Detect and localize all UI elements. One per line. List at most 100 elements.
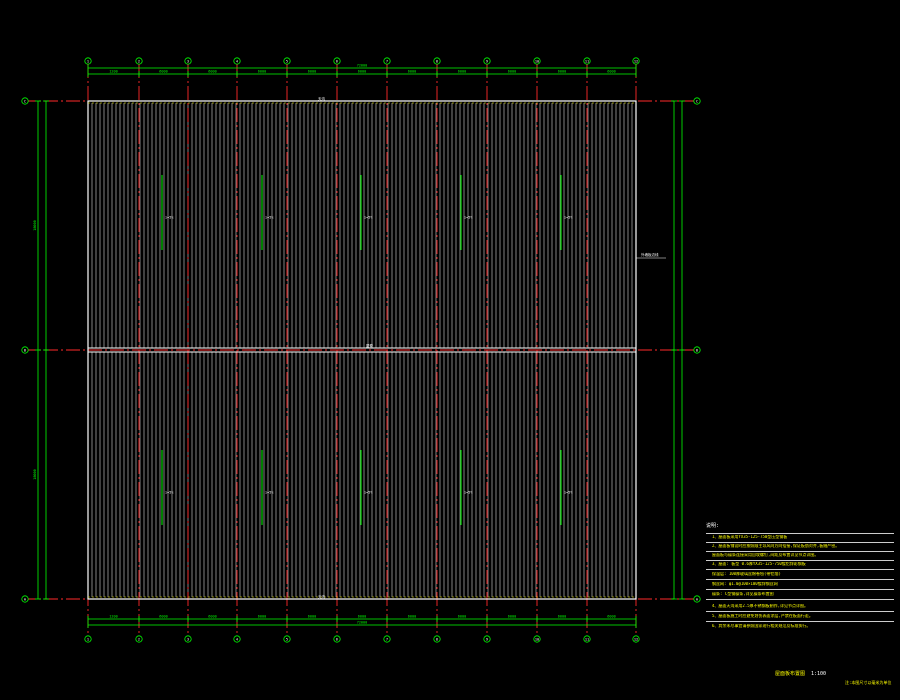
- gutter-label: 天沟: [318, 594, 326, 599]
- dimension-label: 6000: [159, 615, 167, 619]
- axis-bubble: [21, 595, 29, 603]
- dimension-label: 6000: [308, 615, 316, 619]
- note-item: 3、屋面: 板型 0.6厚YX35-125-750镀铝锌彩钢板: [712, 562, 806, 566]
- axis-bubble-label: 2: [138, 637, 140, 641]
- axis-bubble: [433, 635, 441, 643]
- dimension-label: 6000: [358, 615, 366, 619]
- axis-bubble: [533, 635, 541, 643]
- notes-divider: [706, 569, 894, 570]
- dimension-label: 6000: [408, 70, 416, 74]
- axis-bubble-label: 12: [634, 637, 638, 641]
- axis-bubble: [84, 57, 92, 65]
- axis-bubble: [483, 57, 491, 65]
- axis-bubble-label: A: [696, 597, 699, 601]
- axis-bubble: [632, 635, 640, 643]
- axis-bubble: [283, 635, 291, 643]
- notes-divider: [706, 589, 894, 590]
- axis-bubble-label: 5: [286, 637, 288, 641]
- note-item: 钢丝网: φ1.0@100×100镀锌钢丝网: [712, 582, 778, 586]
- notes-divider: [706, 579, 894, 580]
- axis-bubble-label: 9: [486, 59, 488, 63]
- note-item: 屋面板与檩条连接采用自攻螺钉,间距及布置详见节点详图。: [712, 553, 819, 557]
- notes-divider: [706, 542, 894, 543]
- slope-label: i=5%: [464, 216, 473, 220]
- axis-bubble-label: C: [24, 99, 26, 103]
- dimension-label: 1200: [109, 70, 117, 74]
- axis-bubble-label: 8: [436, 59, 438, 63]
- notes-heading: 说明:: [706, 523, 720, 529]
- ridge-label: 屋脊: [366, 343, 374, 348]
- axis-bubble-label: 11: [585, 637, 589, 641]
- axis-bubble: [333, 635, 341, 643]
- axis-bubble: [483, 635, 491, 643]
- axis-bubble-label: 11: [585, 59, 589, 63]
- notes-divider: [706, 611, 894, 612]
- dimension-total-label: 72000: [357, 64, 368, 68]
- axis-bubble: [383, 57, 391, 65]
- axis-bubble-label: B: [696, 348, 698, 352]
- notes-divider: [706, 551, 894, 552]
- axis-bubble-label: 9: [486, 637, 488, 641]
- slope-label: i=5%: [265, 491, 274, 495]
- roof-outline-rect: [87, 100, 637, 600]
- dimension-label: 6000: [508, 615, 516, 619]
- dimension-label: 6000: [408, 615, 416, 619]
- dimension-label: 18000: [33, 220, 37, 231]
- axis-bubble-label: 1: [87, 59, 89, 63]
- axis-bubble-label: 3: [187, 637, 189, 641]
- dimension-total-label: 72000: [357, 621, 368, 625]
- axis-bubble: [84, 635, 92, 643]
- notes-divider: [706, 560, 894, 561]
- roof-panel-lines: [91, 103, 633, 597]
- axis-bubble-label: B: [24, 348, 26, 352]
- dimension-label: 6000: [458, 70, 466, 74]
- note-item: 4、屋面天沟采用2.5厚不锈钢板制作,详见节点详图。: [712, 604, 809, 608]
- axis-bubble-label: 3: [187, 59, 189, 63]
- axis-bubble: [21, 346, 29, 354]
- axis-bubble: [632, 57, 640, 65]
- corner-note: 注:本图尺寸以毫米为单位: [845, 680, 892, 685]
- note-item: 5、屋面板施工时应避免划伤表面涂层,严禁在板面行走。: [712, 614, 813, 618]
- note-item: 檩条: C型钢檩条,详见檩条布置图: [712, 592, 774, 596]
- slope-label: i=5%: [364, 491, 373, 495]
- axis-bubble-label: 7: [386, 637, 388, 641]
- slope-label: i=5%: [165, 491, 174, 495]
- axis-bubble-label: 2: [138, 59, 140, 63]
- axis-bubble: [693, 346, 701, 354]
- slope-label: i=5%: [564, 491, 573, 495]
- axis-bubble: [135, 635, 143, 643]
- note-item: 6、其余未尽事宜请参照国家现行相关规范及标准执行。: [712, 624, 811, 628]
- dimension-label: 6000: [159, 70, 167, 74]
- axis-bubble: [383, 635, 391, 643]
- dimension-label: 18000: [33, 469, 37, 480]
- axis-bubble: [533, 57, 541, 65]
- axis-bubble: [583, 635, 591, 643]
- dimension-label: 6000: [607, 70, 615, 74]
- axis-bubble: [333, 57, 341, 65]
- axis-bubble-label: A: [24, 597, 27, 601]
- slope-label: i=5%: [265, 216, 274, 220]
- drawing-title-name: 屋面板布置图: [775, 671, 806, 677]
- axis-bubble-label: C: [696, 99, 698, 103]
- note-item: 2、屋面板铺设时应按照顺主导风向方向搭接,保证板肋对齐,板缝严密。: [712, 544, 840, 548]
- dimension-label: 6000: [558, 615, 566, 619]
- axis-bubble-label: 4: [236, 59, 238, 63]
- dimension-lines: 1200 6000 6000 6000 6000 6000 6000 6000 6000 6000…: [33, 64, 685, 628]
- axis-bubble-label: 5: [286, 59, 288, 63]
- axis-bubble: [184, 635, 192, 643]
- slope-label: i=5%: [464, 491, 473, 495]
- notes-divider: [706, 621, 894, 622]
- axis-bubble-label: 7: [386, 59, 388, 63]
- dimension-label: 6000: [258, 70, 266, 74]
- dimension-label: 6000: [258, 615, 266, 619]
- axis-bubble: [583, 57, 591, 65]
- axis-bubble-label: 1: [87, 637, 89, 641]
- dimension-label: 6000: [508, 70, 516, 74]
- note-item: 1、屋面板采用YX35-125-750型压型钢板: [712, 535, 788, 539]
- dimension-label: 6000: [607, 615, 615, 619]
- dimension-label: 6000: [558, 70, 566, 74]
- axis-bubble-label: 8: [436, 637, 438, 641]
- dimension-label: 6000: [208, 615, 216, 619]
